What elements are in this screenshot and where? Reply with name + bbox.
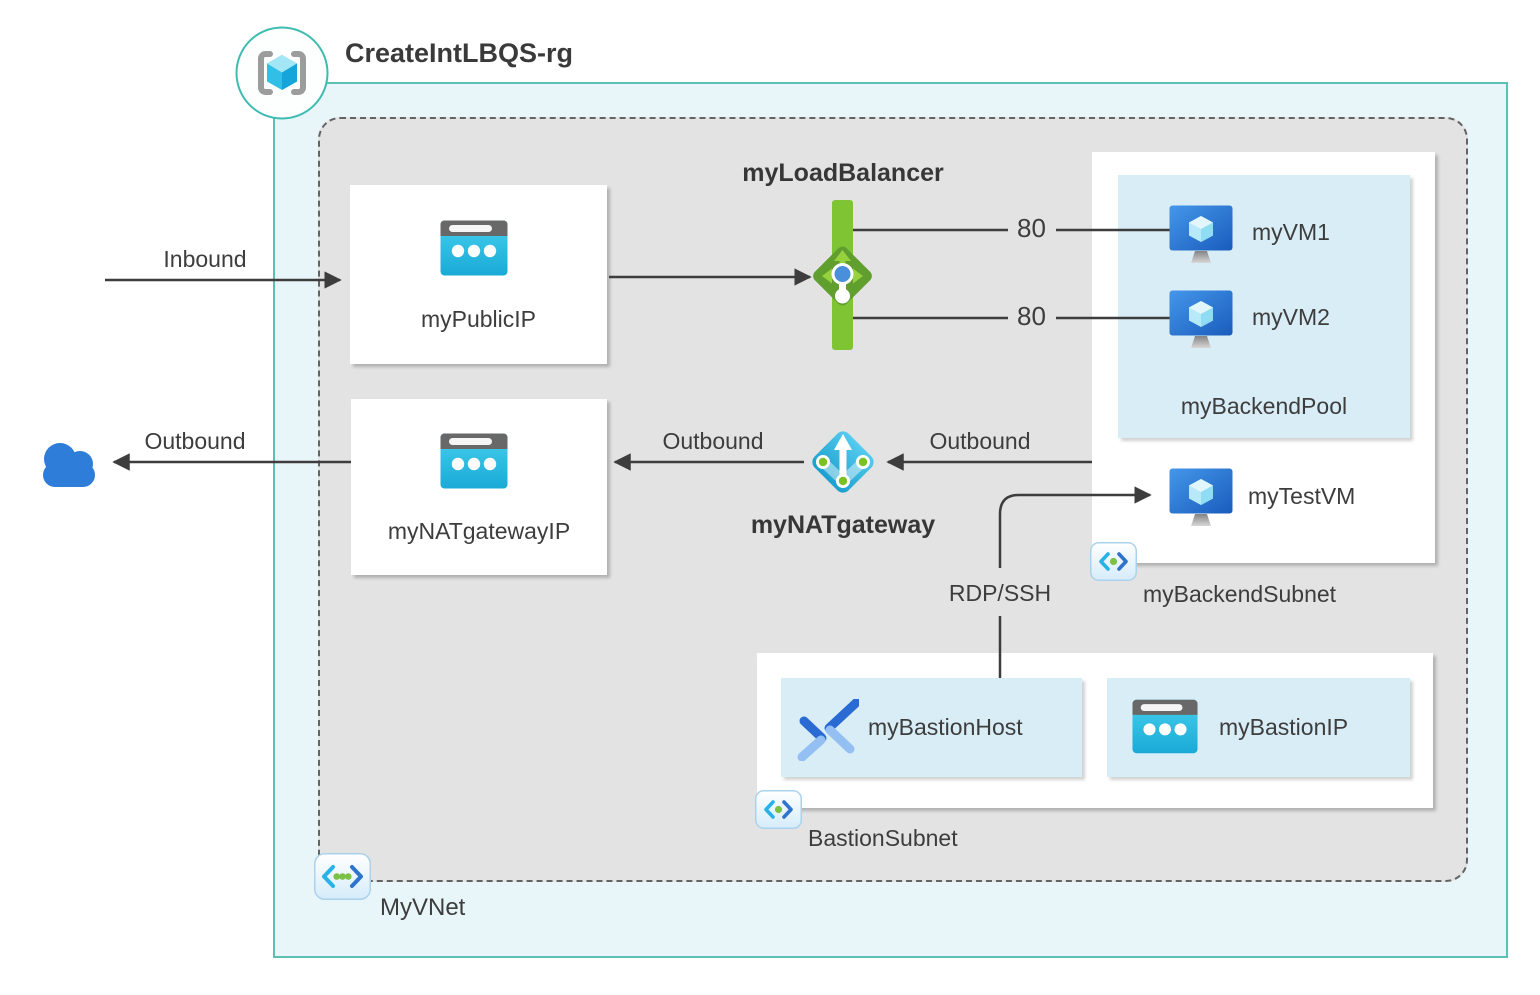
bastion-subnet-label: BastionSubnet bbox=[808, 825, 958, 851]
nat-gateway-ip-icon bbox=[440, 433, 508, 489]
resource-group-icon bbox=[235, 26, 329, 120]
bastion-host-label: myBastionHost bbox=[868, 714, 1023, 740]
backend-subnet-icon bbox=[1090, 542, 1137, 581]
public-ip-label: myPublicIP bbox=[420, 306, 537, 332]
vm1-label: myVM1 bbox=[1252, 219, 1330, 245]
bastion-ip-icon bbox=[1132, 699, 1198, 754]
resource-group-title: CreateIntLBQS-rg bbox=[345, 38, 574, 68]
vm2-icon bbox=[1169, 290, 1233, 352]
backend-pool-label: myBackendPool bbox=[1180, 393, 1348, 419]
port-80-bottom-label: 80 bbox=[1017, 301, 1046, 331]
public-ip-icon bbox=[440, 220, 508, 276]
bastion-subnet-icon bbox=[755, 790, 802, 829]
nat-gateway-icon bbox=[812, 431, 874, 493]
outbound-nat-to-ip-label: Outbound bbox=[662, 428, 764, 454]
bastion-host-icon bbox=[797, 699, 859, 761]
test-vm-icon bbox=[1169, 468, 1233, 530]
inbound-label: Inbound bbox=[163, 246, 247, 272]
nat-gateway-ip-label: myNATgatewayIP bbox=[387, 518, 571, 544]
backend-subnet-label: myBackendSubnet bbox=[1143, 581, 1337, 607]
cloud-icon bbox=[43, 443, 95, 487]
outbound-backend-to-nat-label: Outbound bbox=[929, 428, 1031, 454]
vm1-icon bbox=[1169, 205, 1233, 267]
load-balancer-icon bbox=[813, 200, 872, 350]
bastion-ip-label: myBastionIP bbox=[1219, 714, 1349, 740]
vm2-label: myVM2 bbox=[1252, 304, 1330, 330]
port-80-top-label: 80 bbox=[1017, 213, 1046, 243]
vnet-label: MyVNet bbox=[380, 894, 466, 921]
nat-gateway-label: myNATgateway bbox=[750, 511, 936, 539]
test-vm-label: myTestVM bbox=[1248, 483, 1356, 509]
outbound-to-cloud-label: Outbound bbox=[144, 428, 246, 454]
vnet-icon bbox=[314, 853, 371, 900]
load-balancer-label: myLoadBalancer bbox=[742, 159, 944, 187]
backend-pool-box bbox=[1118, 175, 1410, 438]
rdp-ssh-label: RDP/SSH bbox=[948, 580, 1052, 606]
